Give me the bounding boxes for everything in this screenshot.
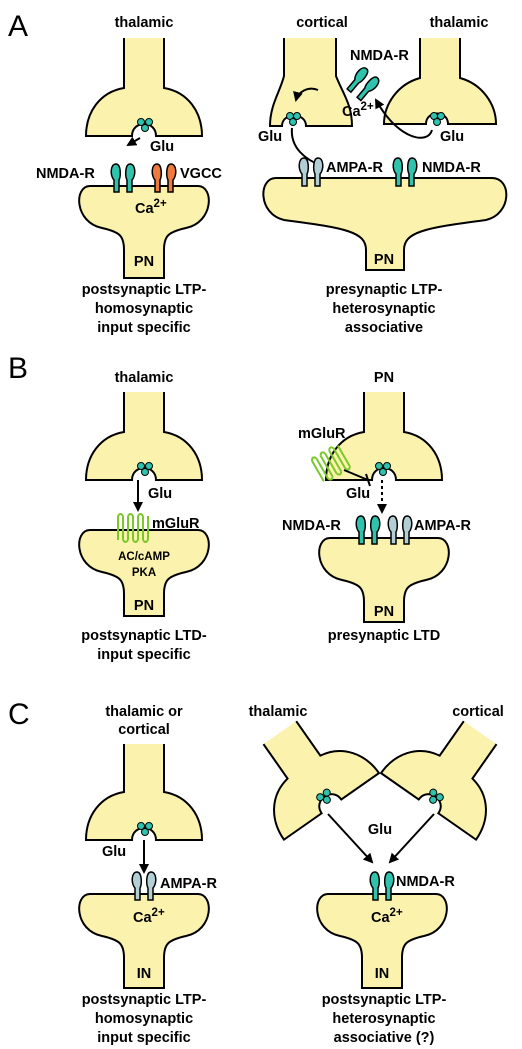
a-right-caption-2: heterosynaptic bbox=[332, 301, 435, 317]
b-right-source-label: PN bbox=[374, 370, 394, 386]
b-left-mglur-label: mGluR bbox=[152, 516, 200, 532]
c-left-source-label-1: thalamic or bbox=[105, 704, 183, 720]
a-left-caption-3: input specific bbox=[97, 320, 190, 336]
c-right-source1-label: thalamic bbox=[249, 704, 308, 720]
b-left-cell-label: PN bbox=[134, 598, 154, 614]
c-left-group: thalamic or cortical Glu AMPA-R Ca2+ IN … bbox=[78, 704, 217, 1046]
b-right-mglur-label: mGluR bbox=[298, 426, 346, 442]
a-right-presynaptic-nmda-receptor bbox=[344, 64, 382, 104]
a-left-source-label: thalamic bbox=[115, 15, 174, 31]
c-left-ampa-label: AMPA-R bbox=[160, 876, 217, 892]
c-right-group: thalamic cortical Glu NMDA-R Ca2+ IN pos… bbox=[249, 704, 504, 1046]
b-left-vesicle bbox=[137, 462, 145, 470]
c-left-glu-label: Glu bbox=[102, 844, 126, 860]
b-right-vesicle bbox=[383, 462, 391, 470]
panel-label-b: B bbox=[8, 352, 28, 385]
a-right-nmda-top-label: NMDA-R bbox=[350, 48, 409, 64]
b-left-vesicle bbox=[145, 462, 153, 470]
a-right-vesicle bbox=[293, 112, 301, 120]
c-left-caption-1: postsynaptic LTP- bbox=[82, 992, 207, 1008]
c-right-cortical-terminal bbox=[379, 720, 498, 842]
c-right-postsynaptic-spine bbox=[316, 893, 448, 989]
b-right-vesicle bbox=[379, 468, 387, 476]
c-right-glu-label: Glu bbox=[368, 822, 392, 838]
a-left-glu-label: Glu bbox=[150, 139, 174, 155]
c-right-cell-label: IN bbox=[375, 966, 390, 982]
c-left-vesicle bbox=[145, 822, 153, 830]
c-right-caption-2: heterosynaptic bbox=[332, 1011, 435, 1027]
c-left-ca-label: Ca2+ bbox=[133, 907, 165, 926]
b-right-postsynaptic-spine bbox=[318, 537, 450, 623]
c-right-cortical-glu-arrow bbox=[388, 813, 435, 864]
b-left-postsynaptic-spine bbox=[78, 529, 210, 617]
a-left-vesicle bbox=[137, 118, 145, 126]
c-right-nmda-label: NMDA-R bbox=[396, 874, 455, 890]
a-right-source2-label: thalamic bbox=[430, 15, 489, 31]
a-left-vgcc-label: VGCC bbox=[180, 166, 222, 182]
b-left-caption-2: input specific bbox=[97, 647, 190, 663]
a-left-glu-arrow bbox=[126, 136, 141, 147]
a-right-cortical-terminal bbox=[268, 38, 354, 127]
c-right-thalamic-glu-arrow bbox=[327, 813, 374, 864]
b-right-caption-1: presynaptic LTD bbox=[328, 628, 441, 644]
c-left-caption-2: homosynaptic bbox=[95, 1011, 193, 1027]
b-right-glu-label: Glu bbox=[346, 486, 370, 502]
b-right-nmda-label: NMDA-R bbox=[282, 518, 341, 534]
a-right-thalamic-glu-arrow bbox=[375, 98, 433, 139]
a-left-group: thalamic Glu NMDA-R VGCC Ca2+ PN postsyn… bbox=[36, 15, 222, 336]
c-right-caption-1: postsynaptic LTP- bbox=[322, 992, 447, 1008]
c-right-caption-3: associative (?) bbox=[334, 1030, 435, 1046]
c-left-postsynaptic-spine bbox=[78, 893, 210, 989]
a-left-postsynaptic-spine bbox=[78, 185, 210, 279]
b-right-vesicle bbox=[375, 462, 383, 470]
a-right-nmda-label: NMDA-R bbox=[422, 160, 481, 176]
a-right-caption-1: presynaptic LTP- bbox=[326, 282, 443, 298]
a-right-ca-arrow bbox=[293, 87, 319, 102]
b-left-pathway-1: AC/cAMP bbox=[118, 551, 170, 563]
a-right-ampa-label: AMPA-R bbox=[326, 160, 383, 176]
b-right-cell-label: PN bbox=[374, 604, 394, 620]
c-left-caption-3: input specific bbox=[97, 1030, 190, 1046]
a-right-vesicle bbox=[289, 118, 297, 126]
c-left-vesicle bbox=[141, 828, 149, 836]
a-right-ca-label: Ca2+ bbox=[342, 101, 374, 120]
b-left-vesicle bbox=[141, 468, 149, 476]
a-left-vesicle bbox=[141, 124, 149, 132]
a-right-cell-label: PN bbox=[374, 252, 394, 268]
a-right-postsynaptic-dendrite bbox=[262, 177, 508, 271]
c-right-thalamic-terminal bbox=[262, 720, 381, 842]
a-left-caption-2: homosynaptic bbox=[95, 301, 193, 317]
b-left-group: thalamic Glu mGluR AC/cAMP PKA PN postsy… bbox=[78, 370, 210, 663]
a-left-ca-label: Ca2+ bbox=[135, 198, 167, 217]
panel-label-c: C bbox=[8, 698, 30, 731]
a-right-vesicle bbox=[437, 112, 445, 120]
panel-label-a: A bbox=[8, 10, 28, 43]
c-right-ca-label: Ca2+ bbox=[371, 907, 403, 926]
a-left-caption-1: postsynaptic LTP- bbox=[82, 282, 207, 298]
a-left-vesicle bbox=[145, 118, 153, 126]
a-right-glu-right-label: Glu bbox=[440, 129, 464, 145]
c-right-source2-label: cortical bbox=[452, 704, 504, 720]
b-left-pathway-2: PKA bbox=[132, 567, 156, 579]
b-right-group: PN mGluR Glu NMDA-R AMPA-R PN presynapti… bbox=[282, 370, 471, 644]
b-right-ampa-label: AMPA-R bbox=[414, 518, 471, 534]
a-right-group: cortical thalamic NMDA-R Ca2+ Glu Glu AM… bbox=[258, 15, 508, 336]
b-left-glu-label: Glu bbox=[148, 486, 172, 502]
a-right-vesicle bbox=[433, 118, 441, 126]
b-right-inhibition-bar bbox=[343, 469, 371, 487]
c-left-cell-label: IN bbox=[137, 966, 152, 982]
c-left-source-label-2: cortical bbox=[118, 722, 170, 738]
b-left-source-label: thalamic bbox=[115, 370, 174, 386]
a-left-cell-label: PN bbox=[134, 254, 154, 270]
a-left-nmda-label: NMDA-R bbox=[36, 166, 95, 182]
b-left-mglur-receptor bbox=[117, 513, 149, 543]
a-right-glu-left-label: Glu bbox=[258, 129, 282, 145]
b-left-caption-1: postsynaptic LTD- bbox=[81, 628, 207, 644]
c-left-vesicle bbox=[137, 822, 145, 830]
a-right-source1-label: cortical bbox=[296, 15, 348, 31]
a-right-caption-3: associative bbox=[345, 320, 423, 336]
